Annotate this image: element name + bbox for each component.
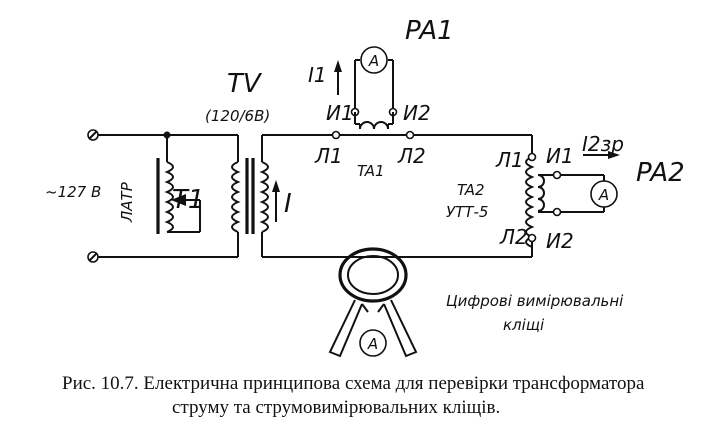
latr-autotransformer [156, 158, 201, 234]
label-ta2: TA2 [457, 181, 485, 199]
primary-wiring [98, 131, 239, 258]
ta2-current-transformer [525, 152, 562, 248]
label-ta2-l2: Л2 [499, 225, 528, 249]
clamp-ammeter-symbol: A [367, 335, 378, 353]
label-i2zr: I2зр [582, 132, 624, 156]
label-i1: I1 [308, 63, 327, 87]
label-clamp-line2: кліщі [503, 316, 545, 334]
label-pa1: PA1 [405, 16, 454, 46]
clamp-meter: A [328, 247, 418, 358]
caption-line-1: Рис. 10.7. Електрична принципова схема д… [62, 373, 645, 394]
label-ta2-i2: И2 [546, 229, 574, 253]
label-ta1: TA1 [357, 162, 385, 180]
label-ta2-l1: Л1 [495, 148, 524, 172]
transformer-tv [231, 135, 269, 257]
label-ta2-i1: И1 [546, 144, 574, 168]
label-ta1-l1: Л1 [314, 144, 343, 168]
label-t1: T1 [172, 185, 204, 215]
label-ta1-i1: И1 [326, 101, 354, 125]
caption-line-2: струму та струмовимірювальних кліщів. [172, 397, 501, 418]
i1-arrow [334, 60, 342, 95]
label-clamp-line1: Цифрові вимірювальні [446, 292, 624, 310]
label-ta1-l2: Л2 [397, 144, 426, 168]
ta1-current-transformer [331, 107, 415, 140]
label-tv: TV [227, 69, 263, 99]
pa1-ammeter: A [354, 46, 394, 108]
label-pa2: PA2 [636, 158, 685, 188]
pa1-ammeter-symbol: A [368, 52, 379, 70]
i2zr-arrow [583, 151, 620, 159]
label-voltage: ~127 В [45, 183, 101, 201]
label-current-i: I [284, 189, 292, 219]
label-utt5: УТТ-5 [446, 203, 488, 221]
current-i-arrow [272, 180, 280, 222]
label-latr: ЛАТР [118, 181, 136, 223]
secondary-loop [262, 134, 533, 258]
label-tv-rating: (120/6В) [205, 107, 270, 125]
pa2-ammeter: A [561, 174, 618, 213]
pa2-ammeter-symbol: A [598, 186, 609, 204]
label-ta1-i2: И2 [403, 101, 431, 125]
